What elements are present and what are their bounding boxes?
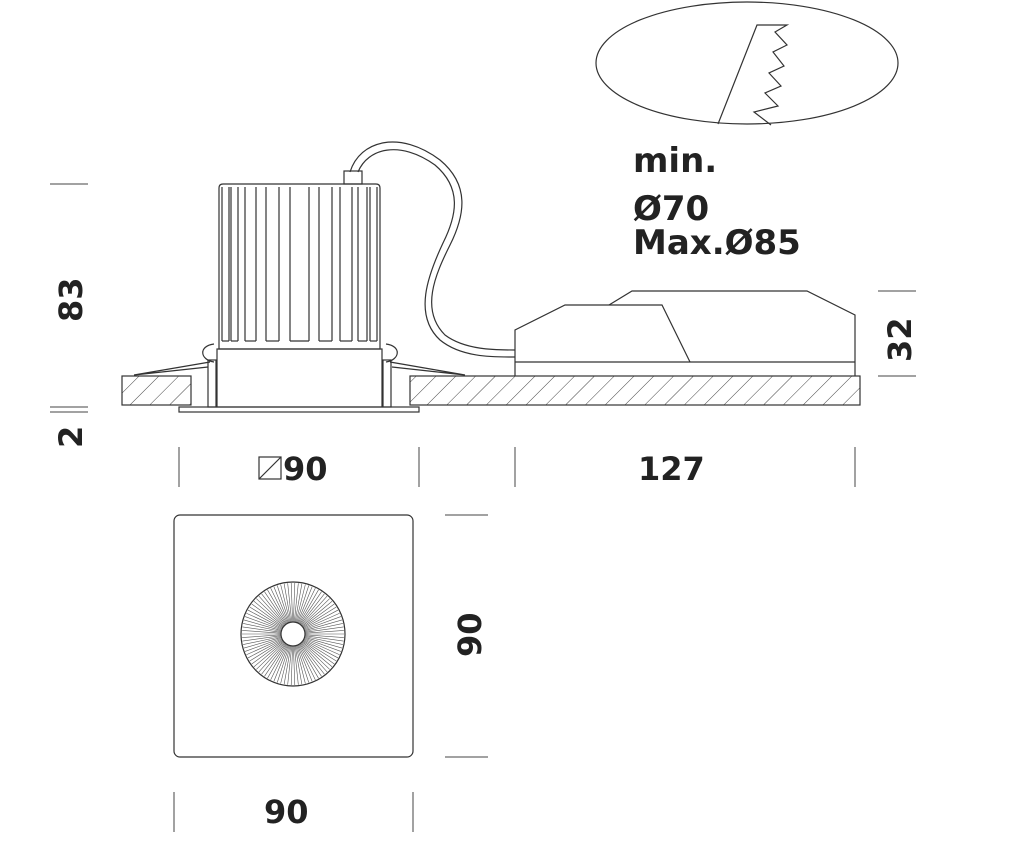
driver bbox=[514, 290, 856, 376]
square-icon bbox=[258, 456, 282, 480]
dimension-lines bbox=[50, 183, 916, 832]
min-cutout: Ø70 bbox=[633, 189, 709, 229]
dim-trim-thickness: 2 bbox=[52, 426, 90, 448]
ceiling-section bbox=[121, 375, 861, 406]
dim-plan-height: 90 bbox=[451, 612, 489, 657]
dim-plan-width: 90 bbox=[264, 793, 309, 831]
min-label: min. bbox=[633, 141, 717, 181]
cutout-detail bbox=[595, 1, 899, 126]
dim-trim-width: 90 bbox=[283, 450, 328, 488]
dim-height-total: 83 bbox=[52, 277, 90, 322]
max-cutout: Max.Ø85 bbox=[633, 223, 801, 263]
dim-driver-length: 127 bbox=[638, 450, 705, 488]
dim-driver-height: 32 bbox=[881, 317, 919, 362]
luminaire-side-view bbox=[133, 183, 466, 413]
cable bbox=[343, 141, 516, 358]
luminaire-plan-view bbox=[173, 514, 414, 758]
cutout-notes: min. Ø70 Max.Ø85 bbox=[633, 141, 801, 263]
